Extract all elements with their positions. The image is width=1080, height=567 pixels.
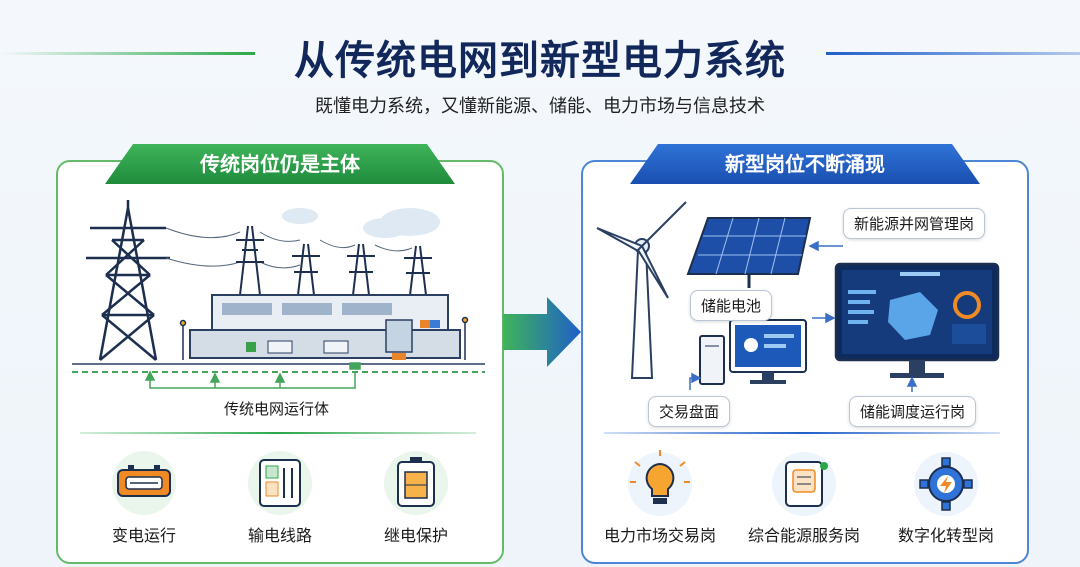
role-label-line: 输电线路 (247, 526, 312, 545)
transmission-tower-icon (86, 200, 170, 361)
right-divider (604, 432, 1000, 434)
relay-battery-icon (384, 451, 448, 515)
small-tower-icon (236, 225, 432, 296)
transition-arrow-icon (503, 297, 581, 367)
solar-panel-icon (686, 217, 812, 288)
transformer-icon (112, 451, 176, 515)
grid-mgmt-callout: 新能源并网管理岗 (843, 208, 986, 239)
page-subtitle: 既懂电力系统，又懂新能源、储能、电力市场与信息技术 (315, 96, 765, 117)
wind-turbine-icon (596, 201, 687, 379)
new-roles-tab: 新型岗位不断涌现 (630, 144, 980, 184)
storage-dispatch-callout: 储能调度运行岗 (849, 396, 977, 427)
grid-caption: 传统电网运行体 (224, 400, 330, 418)
role-label-relay: 继电保护 (383, 526, 448, 545)
gear-icon (914, 452, 978, 516)
lightbulb-icon (628, 450, 692, 516)
role-label-digital-transformation: 数字化转型岗 (897, 526, 994, 545)
role-label-integrated-energy: 综合能源服务岗 (747, 526, 860, 545)
storage-battery-callout: 储能电池 (690, 290, 773, 321)
dispatch-dashboard-icon (834, 262, 1000, 378)
document-icon (772, 452, 836, 516)
role-label-substation: 变电运行 (111, 526, 176, 545)
trading-terminal-icon (699, 319, 807, 385)
title-rule-right (826, 52, 1080, 55)
title-rule-left (0, 52, 255, 55)
cloud-icon (282, 208, 440, 238)
substation-building-icon (189, 294, 461, 360)
left-divider (80, 432, 476, 434)
trading-screen-callout: 交易盘面 (648, 396, 731, 427)
role-label-market-trading: 电力市场交易岗 (603, 526, 716, 545)
page-title: 从传统电网到新型电力系统 (294, 38, 786, 84)
traditional-tab: 传统岗位仍是主体 (105, 144, 455, 184)
transmission-panel-icon (248, 451, 312, 515)
